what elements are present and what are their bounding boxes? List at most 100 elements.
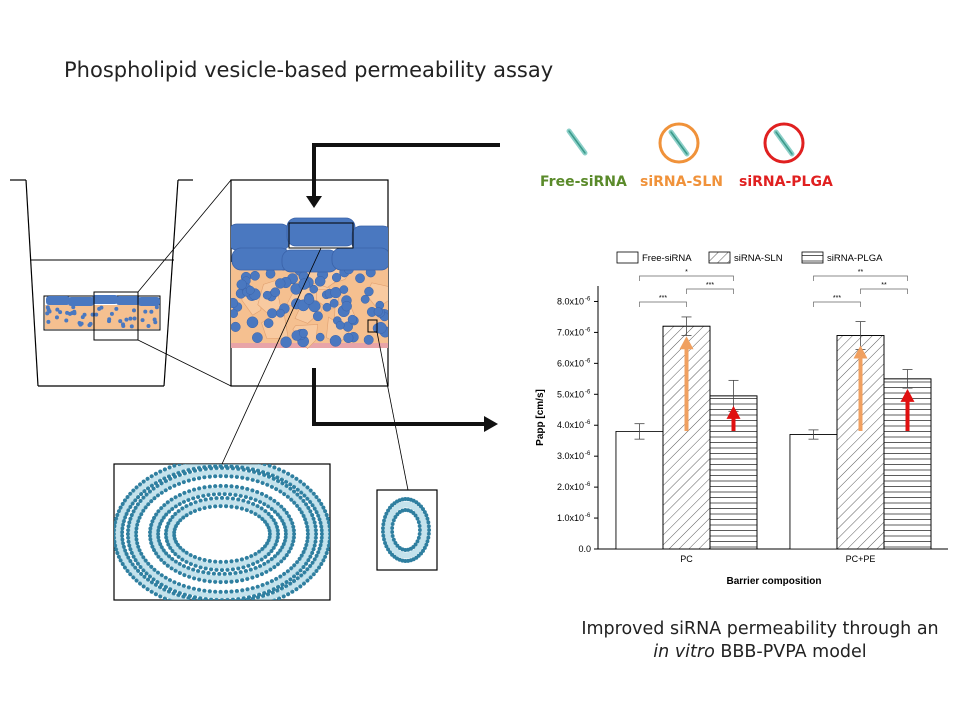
lipid-head	[291, 531, 297, 537]
lipid-head	[236, 466, 241, 472]
lipid-head	[390, 522, 395, 526]
lipid-head	[304, 542, 309, 548]
small-dot	[82, 312, 87, 317]
vesicle-dot	[262, 290, 272, 300]
lipid-head	[425, 539, 430, 544]
lipid-head	[191, 586, 196, 591]
small-dot	[67, 311, 72, 316]
small-dot	[46, 307, 51, 312]
lipid-head	[313, 539, 318, 544]
lipid-head	[129, 513, 134, 518]
lipid-head	[156, 535, 161, 540]
lipid-head	[213, 559, 218, 564]
vesicle-dot	[355, 273, 365, 284]
lipid-head	[415, 539, 420, 544]
lipid-head	[166, 554, 172, 559]
lipid-head	[114, 516, 119, 521]
lipid-head	[393, 541, 398, 545]
lipid-head	[244, 507, 249, 513]
vesicle-dot	[330, 287, 342, 299]
small-dot	[71, 305, 76, 310]
lipid-head	[303, 517, 308, 522]
lipid-head	[136, 519, 141, 524]
small-dot	[45, 311, 50, 316]
lipid-head	[283, 531, 289, 537]
lipid-head	[316, 565, 322, 570]
lipid-head	[236, 566, 241, 571]
lipid-head	[258, 499, 263, 504]
small-dot	[131, 308, 136, 313]
small-blob	[116, 296, 140, 305]
lipid-head	[381, 526, 385, 531]
lipid-head	[137, 548, 142, 553]
lipid-head	[207, 484, 212, 489]
lipid-head	[214, 567, 219, 572]
lipid-head	[390, 534, 395, 538]
y-tick-label: 1.0x10	[557, 513, 584, 523]
lipid-head	[245, 476, 250, 481]
lipid-head	[304, 520, 309, 526]
lipid-head	[248, 496, 253, 501]
lipid-head	[206, 492, 211, 497]
lipid-head	[193, 458, 197, 462]
lipid-head	[278, 548, 283, 553]
vesicle-dot	[231, 309, 238, 318]
lipid-head	[224, 474, 229, 479]
legend-label: siRNA-SLN	[734, 253, 783, 264]
lipid-head	[126, 524, 131, 529]
lipid-head	[241, 565, 246, 570]
lipid-head	[322, 509, 328, 514]
lipid-head	[265, 581, 270, 586]
lipid-head	[220, 608, 224, 612]
small-dot	[124, 317, 129, 322]
x-tick-label: PC	[680, 554, 693, 564]
lipid-head	[202, 475, 207, 480]
lipid-head	[247, 458, 251, 462]
legend-label: Free-siRNA	[642, 253, 692, 264]
lipid-head	[275, 551, 280, 556]
flow-arrow-in	[312, 143, 500, 200]
lipid-head	[259, 491, 264, 497]
vesicle-dot	[246, 316, 259, 329]
small-dot	[94, 312, 99, 317]
lipid-head	[193, 606, 197, 610]
lipid-head	[269, 484, 274, 489]
lipid-head	[222, 571, 227, 577]
lipid-head	[305, 496, 310, 501]
lipid-head	[220, 456, 224, 460]
lipid-head	[416, 520, 421, 525]
lipid-head	[312, 520, 317, 525]
lipid-head	[181, 583, 186, 589]
lipid-head	[298, 584, 303, 589]
lipid-head	[415, 516, 420, 521]
lipid-head	[308, 554, 313, 559]
vesicle-dot	[245, 285, 255, 295]
lipid-head	[319, 528, 324, 533]
lipid-head	[252, 604, 256, 608]
lipid-head	[318, 543, 323, 548]
lipid-head	[128, 516, 133, 521]
vesicle-blob	[231, 223, 291, 251]
lipid-head	[386, 508, 391, 513]
vesicle-dot	[339, 285, 349, 294]
caption-line-1: Improved siRNA permeability through an	[581, 619, 939, 639]
lipid-head	[218, 473, 223, 479]
lipid-head	[393, 515, 398, 519]
lipid-head	[188, 459, 192, 463]
lipid-head	[275, 535, 280, 540]
lipid-head	[240, 578, 245, 583]
lipid-head	[270, 590, 275, 595]
lipid-head	[382, 537, 387, 542]
lipid-head	[207, 579, 212, 584]
lipid-head	[186, 566, 191, 571]
small-dot	[72, 311, 77, 316]
vesicle-dot	[265, 268, 276, 279]
vesicle-dot	[276, 308, 285, 318]
lipid-head	[275, 588, 280, 593]
small-dot	[54, 315, 59, 320]
lipid-head	[120, 526, 125, 531]
lipid-head	[192, 576, 197, 581]
small-dot	[88, 321, 93, 326]
lipid-head	[233, 571, 238, 576]
lipid-tail-ring	[151, 487, 293, 581]
